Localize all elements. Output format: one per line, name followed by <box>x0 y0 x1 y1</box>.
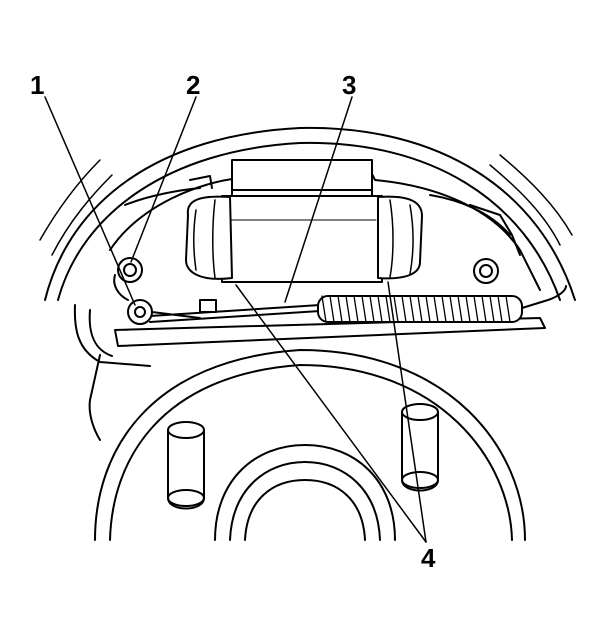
leader-2 <box>130 96 197 263</box>
leader-1 <box>44 96 136 306</box>
leader-4b <box>387 281 427 543</box>
brake-shoe <box>73 304 151 441</box>
callout-2: 2 <box>186 70 201 100</box>
brake-drum <box>94 349 526 541</box>
adjuster-assembly <box>113 274 567 347</box>
callout-4: 4 <box>421 543 436 573</box>
callout-3: 3 <box>342 70 357 100</box>
callout-1: 1 <box>30 70 45 100</box>
wheel-cylinder <box>117 159 499 284</box>
leader-3 <box>284 96 353 303</box>
leader-4a <box>235 284 427 543</box>
leader-lines <box>44 96 427 543</box>
